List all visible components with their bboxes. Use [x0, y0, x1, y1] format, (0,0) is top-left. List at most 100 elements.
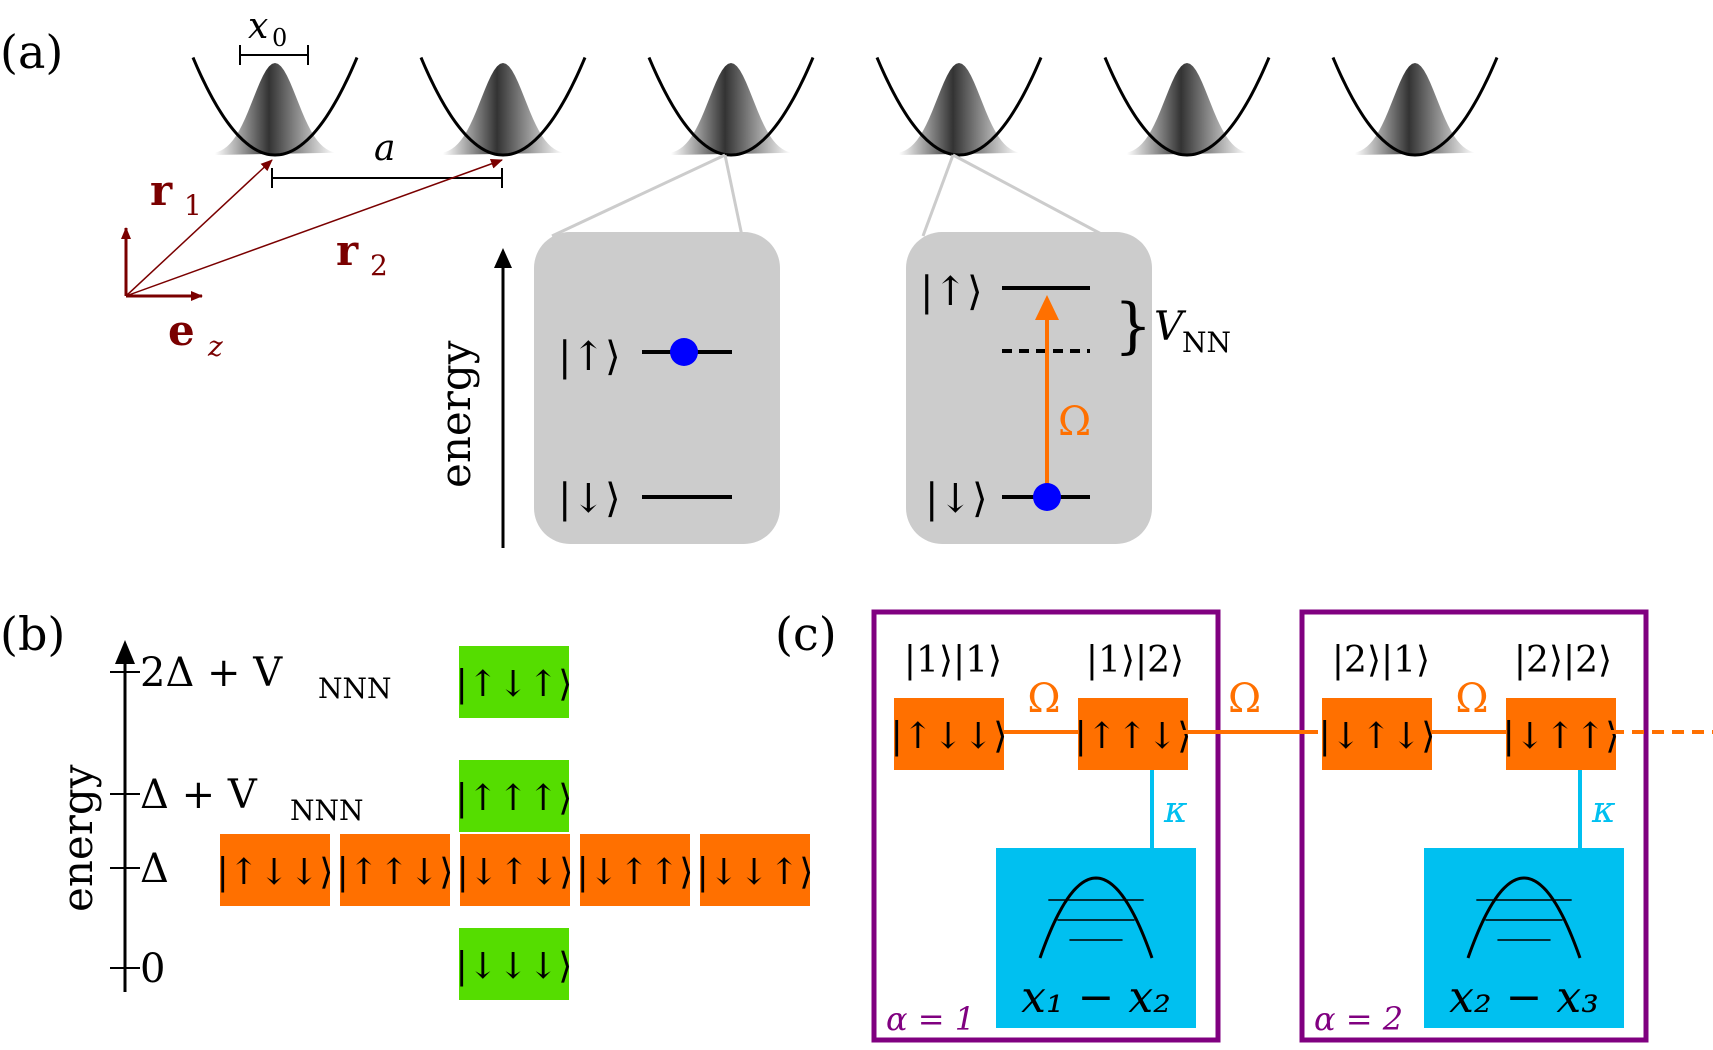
harmonic-potential: [647, 56, 815, 157]
energy-label-a: energy: [431, 340, 480, 488]
trap-6: [1331, 56, 1499, 157]
trap-5: [1103, 56, 1271, 157]
alpha-label: α = 1: [886, 1000, 975, 1038]
unit-cell-frame: [871, 609, 1221, 1043]
trap-3: [647, 56, 815, 157]
energy-label-b: energy: [53, 764, 102, 912]
gaussian-wavepacket: [1355, 63, 1475, 155]
kappa-label: κ: [1591, 790, 1616, 831]
ez-label: e: [168, 306, 195, 355]
orange-state-box: [1078, 698, 1188, 770]
spacing-label: a: [374, 128, 395, 169]
state-ket: |↓↑↓⟩: [1319, 716, 1436, 757]
box1-population-dot: [670, 338, 698, 366]
gaussian-wavepacket: [671, 63, 791, 155]
link-omega-label: Ω: [1228, 676, 1261, 722]
panel-c-cells: |1⟩|1⟩|1⟩|2⟩Ω|↑↓↓⟩|↑↑↓⟩κx₁ − x₂α = 1|2⟩|…: [871, 609, 1649, 1043]
vnn-brace: }: [1114, 291, 1152, 361]
orange-state-box: |↑↑↓⟩: [337, 834, 454, 906]
harmonic-potential: [419, 56, 587, 157]
state-ket: |↑↓↑⟩: [456, 664, 573, 705]
omega-label: Ω: [1027, 676, 1060, 722]
zoom-lines: [551, 153, 1106, 238]
gaussian-wavepacket: [215, 63, 335, 155]
green-state-box: |↑↑↑⟩: [456, 760, 573, 832]
box1-up-ket: |↑⟩: [558, 334, 621, 380]
trap-1: [191, 56, 359, 157]
level-box-2: |↑⟩ |↓⟩ Ω } V NN: [906, 232, 1231, 544]
state-ket: |↓↓↑⟩: [697, 852, 814, 893]
orange-state-box: |↓↑↓⟩: [457, 834, 574, 906]
trap-array: [191, 56, 1499, 157]
panel-c-label: (c): [775, 607, 837, 661]
orange-state-box: [1506, 698, 1616, 770]
basis-ket: |2⟩|1⟩: [1332, 640, 1430, 681]
harmonic-potential: [191, 56, 359, 157]
oscillator-potential: [1038, 876, 1154, 959]
vnn-subscript: NN: [1182, 326, 1231, 359]
orange-state-box: |↑↓↓⟩: [217, 834, 334, 906]
state-ket: |↓↑↑⟩: [1503, 716, 1620, 757]
trap-4: [875, 56, 1043, 157]
r2-subscript: 2: [370, 249, 388, 282]
gaussian-wavepacket: [1127, 63, 1247, 155]
orange-state-box: [1322, 698, 1432, 770]
energy-axis-a: energy: [431, 248, 512, 548]
level-box-1: |↑⟩ |↓⟩: [534, 232, 780, 544]
unit-cell-2: |2⟩|1⟩ |2⟩|2⟩ Ω |↓↑↓⟩ |↓↑↑⟩ κ x₂ − x₃ α = 2: [1299, 609, 1649, 1043]
harmonic-potential: [1331, 56, 1499, 157]
state-ket: |↑↑↑⟩: [456, 778, 573, 819]
state-ket: |↓↑↓⟩: [457, 852, 574, 893]
energy-tick-label: Δ + V: [140, 772, 258, 818]
omega-label: Ω: [1455, 676, 1488, 722]
panel-a-label: (a): [0, 25, 63, 79]
orange-state-box: |↓↓↑⟩: [697, 834, 814, 906]
state-ket: |↑↓↓⟩: [891, 716, 1008, 757]
state-ket: |↑↑↓⟩: [1075, 716, 1192, 757]
r1-subscript: 1: [184, 189, 202, 222]
orange-state-box: [894, 698, 1004, 770]
alpha-label: α = 2: [1314, 1000, 1403, 1038]
gaussian-wavepacket: [443, 63, 563, 155]
r2-label: r: [336, 226, 359, 275]
green-state-box: |↓↓↓⟩: [456, 928, 573, 1000]
state-ket: |↓↓↓⟩: [456, 946, 573, 987]
basis-ket: |1⟩|1⟩: [904, 640, 1002, 681]
oscillator-potential: [1466, 876, 1582, 959]
spacing-marker: a: [271, 128, 503, 188]
x0-label: x: [248, 6, 268, 47]
box2-down-ket: |↓⟩: [925, 476, 988, 522]
box1-down-ket: |↓⟩: [558, 476, 621, 522]
vnn-label: V: [1154, 304, 1187, 350]
unit-cell-1: |1⟩|1⟩|1⟩|2⟩Ω|↑↓↓⟩|↑↑↓⟩κx₁ − x₂α = 1: [871, 609, 1221, 1043]
box2-population-dot: [1033, 483, 1061, 511]
kappa-label: κ: [1163, 790, 1188, 831]
gaussian-wavepacket: [899, 63, 1019, 155]
oscillator-label: x₂ − x₃: [1449, 972, 1599, 1023]
coordinate-system: r 1 r 2 e z: [121, 159, 503, 363]
x0-marker: x 0: [239, 6, 309, 65]
harmonic-potential: [875, 56, 1043, 157]
harmonic-potential: [1103, 56, 1271, 157]
trap-2: [419, 56, 587, 157]
state-ket: |↑↓↓⟩: [217, 852, 334, 893]
unit-cell-frame: [1299, 609, 1649, 1043]
energy-tick-subscript: NNN: [290, 794, 364, 827]
green-state-box: |↑↓↑⟩: [456, 646, 573, 718]
r1-label: r: [150, 166, 173, 215]
basis-ket: |1⟩|2⟩: [1086, 640, 1184, 681]
orange-state-box: |↓↑↑⟩: [577, 834, 694, 906]
energy-tick-label: 0: [140, 946, 165, 992]
panel-b-states: |↑↓↑⟩ |↑↑↑⟩ |↓↓↓⟩ |↑↓↓⟩|↑↑↓⟩|↓↑↓⟩|↓↑↑⟩|↓↓↑⟩: [217, 646, 814, 1000]
basis-ket: |2⟩|2⟩: [1514, 640, 1612, 681]
state-ket: |↑↑↓⟩: [337, 852, 454, 893]
energy-tick-subscript: NNN: [318, 672, 392, 705]
x0-subscript: 0: [272, 24, 287, 52]
ez-subscript: z: [207, 330, 223, 363]
state-ket: |↓↑↑⟩: [577, 852, 694, 893]
panel-c-link: Ω: [1180, 676, 1713, 734]
box2-omega-label: Ω: [1058, 399, 1091, 445]
panel-b-label: (b): [0, 607, 65, 661]
